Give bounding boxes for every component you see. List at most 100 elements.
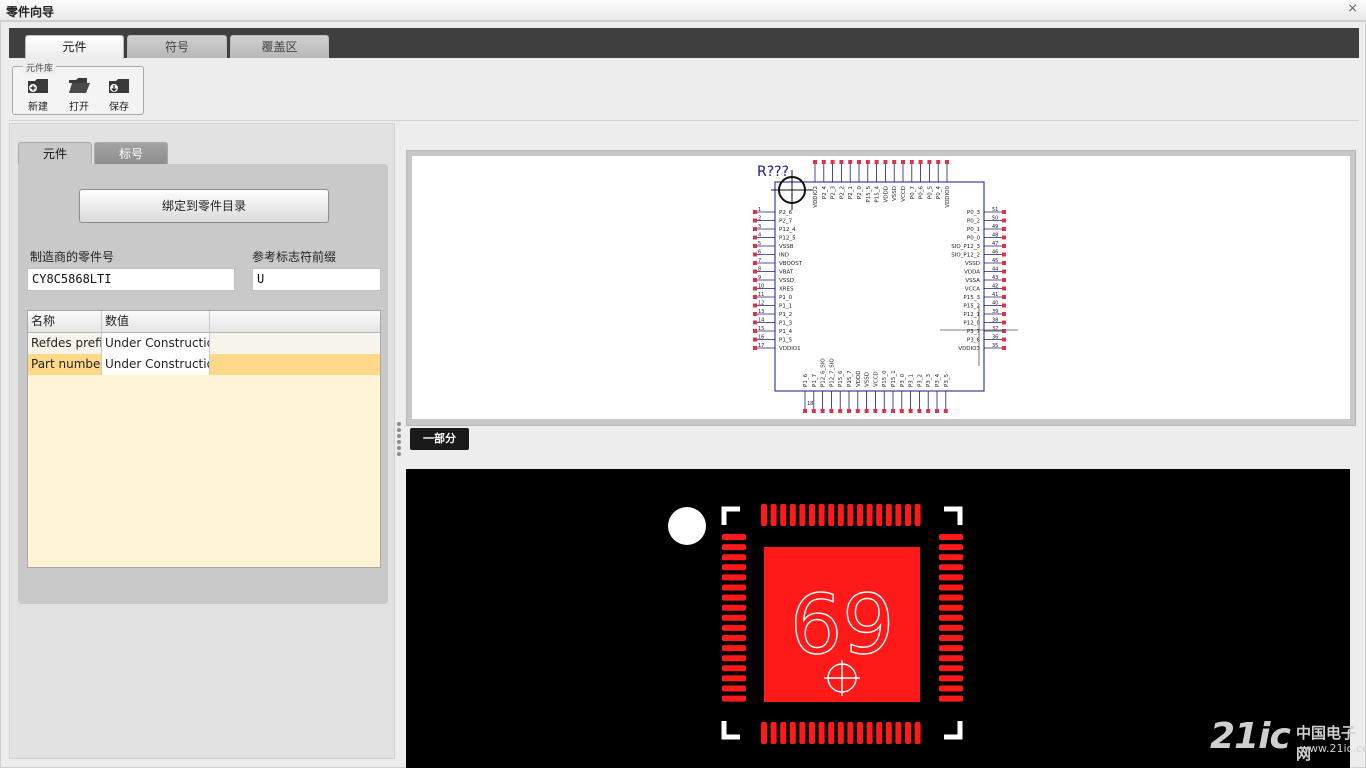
header-value[interactable]: 数值: [102, 311, 210, 332]
symbol-pin-number: 46: [992, 250, 998, 256]
symbol-pin-name: VSSB: [779, 244, 794, 250]
symbol-pin-name: P12_1: [963, 312, 980, 318]
symbol-pin-end: [943, 409, 948, 413]
symbol-pin-end: [1002, 329, 1006, 333]
symbol-pin-name: VDDIO2: [813, 186, 819, 208]
symbol-pin-number: 4: [758, 233, 761, 239]
footprint-pad: [722, 655, 746, 662]
footprint-pad: [722, 554, 746, 561]
symbol-pin-name: XRES: [779, 287, 794, 293]
symbol-pin-end: [883, 160, 888, 164]
tab-footprint[interactable]: 覆盖区: [230, 35, 329, 58]
symbol-pin-number: 48: [992, 233, 998, 239]
close-icon[interactable]: ⨯: [1347, 1, 1358, 16]
symbol-pin-end: [830, 160, 835, 164]
footprint-pad: [818, 722, 825, 744]
new-button[interactable]: 新建: [21, 77, 55, 113]
symbol-pin-end: [753, 346, 757, 350]
symbol-pin-name: VDDIO0: [945, 186, 951, 208]
symbol-pin-number: 42: [992, 284, 998, 290]
symbol-pin-number: 1: [758, 207, 761, 213]
refdes-prefix-input[interactable]: U: [252, 268, 381, 291]
symbol-pin-number: 47: [992, 241, 998, 247]
footprint-pad: [799, 504, 806, 526]
header-name[interactable]: 名称: [28, 311, 102, 332]
window-title: 零件向导: [6, 5, 55, 19]
footprint-pad: [857, 504, 863, 526]
save-button[interactable]: 保存: [102, 77, 136, 113]
symbol-pin-end: [882, 409, 887, 413]
footprint-pad: [761, 504, 767, 526]
symbol-pin-name: P15_0: [882, 370, 888, 387]
watermark-logo: 21ic: [1210, 716, 1291, 757]
refdes-prefix-label: 参考标志符前缀: [252, 250, 337, 264]
symbol-pin-number: 16: [758, 335, 764, 341]
new-button-label: 新建: [28, 102, 48, 113]
footprint-pad: [722, 604, 746, 611]
component-info-panel: 绑定到零件目录 制造商的零件号 CY8C5868LTI 参考标志符前缀 U 名称…: [18, 164, 388, 604]
footprint-pad: [837, 722, 844, 744]
symbol-pin-end: [1002, 244, 1006, 248]
footprint-pad: [876, 504, 883, 526]
symbol-pin-name: VDDD: [856, 371, 862, 387]
symbol-pin-end: [753, 252, 757, 257]
symbol-pin-number: 12: [758, 301, 764, 307]
symbol-pin-name: VBOOST: [779, 261, 803, 267]
bind-to-catalog-button[interactable]: 绑定到零件目录: [79, 189, 329, 223]
symbol-pin-end: [1002, 252, 1006, 257]
symbol-pin-end: [753, 312, 757, 316]
symbol-pin-end: [873, 409, 878, 413]
symbol-pin-name: P15_4: [875, 186, 881, 203]
panel-splitter[interactable]: [396, 422, 402, 462]
footprint-pad: [939, 665, 963, 672]
table-row[interactable]: Refdes prefix Under Construction: [28, 333, 380, 354]
footprint-pad: [722, 544, 746, 551]
symbol-pin-number: 15: [758, 326, 764, 332]
row-value[interactable]: Under Construction: [102, 354, 210, 375]
symbol-pin-end: [917, 409, 922, 413]
footprint-pad: [939, 675, 963, 682]
symbol-pin-number: 17: [758, 343, 764, 349]
symbol-pin-end: [1002, 218, 1006, 223]
symbol-pin-end: [1002, 210, 1006, 214]
manufacturer-part-input[interactable]: CY8C5868LTI: [27, 268, 235, 291]
footprint-preview[interactable]: 69: [406, 469, 1350, 768]
table-header: 名称 数值: [28, 311, 380, 333]
footprint-pad: [789, 504, 796, 526]
tab-refdes[interactable]: 标号: [94, 142, 168, 164]
symbol-pin-name: P0_3: [967, 210, 981, 216]
row-value[interactable]: Under Construction: [102, 333, 210, 354]
tab-component-info[interactable]: 元件: [18, 142, 92, 164]
symbol-pin-number: 18: [807, 401, 813, 407]
symbol-pin-name: VDDIO1: [779, 346, 801, 352]
open-button[interactable]: 打开: [62, 77, 96, 113]
symbol-pin-end: [753, 227, 757, 231]
symbol-pin-end: [908, 409, 913, 413]
symbol-pin-end: [1002, 235, 1006, 240]
footprint-pad: [939, 564, 963, 571]
symbol-pin-name: P3_5: [944, 373, 950, 387]
symbol-pin-name: P1_6: [803, 373, 809, 387]
tab-component[interactable]: 元件: [25, 35, 124, 59]
symbol-pin-name: P0_0: [967, 236, 981, 242]
symbol-pin-end: [753, 235, 757, 240]
symbol-pin-end: [864, 409, 869, 413]
symbol-pin-name: VCCA: [965, 287, 980, 293]
part-section-tab[interactable]: 一部分: [410, 428, 469, 450]
open-folder-icon: [69, 78, 90, 93]
tab-symbol[interactable]: 符号: [127, 35, 227, 58]
symbol-pin-end: [945, 160, 949, 164]
footprint-pad: [761, 722, 767, 744]
symbol-pin-end: [1002, 312, 1006, 316]
symbol-pin-name: P3_3: [926, 373, 932, 387]
symbol-pin-end: [1002, 295, 1006, 299]
symbol-pin-name: SIO_P12_3: [951, 244, 980, 250]
symbol-pin-end: [847, 409, 851, 413]
table-row[interactable]: Part number Under Construction: [28, 354, 380, 375]
footprint-pad: [905, 722, 911, 744]
footprint-pad: [722, 614, 746, 621]
symbol-pin-name: VSSD: [965, 261, 980, 267]
symbol-pin-number: 13: [758, 309, 764, 315]
